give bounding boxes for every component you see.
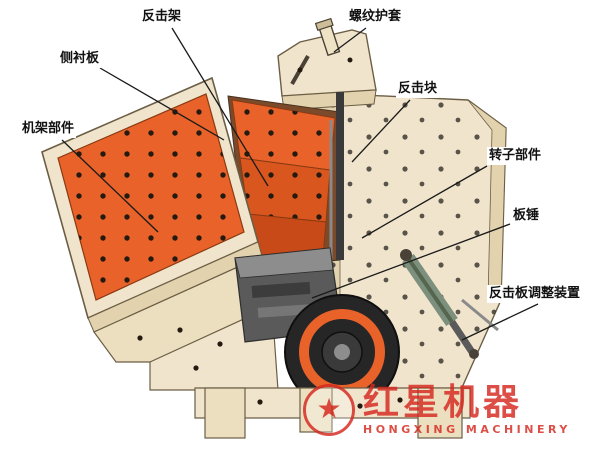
callout-blow-bar: 板锤 bbox=[511, 207, 542, 225]
leader-adjuster bbox=[461, 303, 539, 341]
callout-impact-block: 反击块 bbox=[396, 80, 440, 98]
leader-side-liner bbox=[99, 67, 225, 141]
hongxing-watermark: ★ 红星机器 HONGXING MACHINERY bbox=[303, 376, 595, 444]
leader-threaded-sleeve bbox=[333, 27, 367, 53]
watermark-chinese: 红星机器 bbox=[363, 382, 524, 423]
callout-rotor-parts: 转子部件 bbox=[487, 147, 544, 165]
leader-blow-bar bbox=[311, 223, 511, 299]
leader-rotor-parts bbox=[361, 165, 488, 239]
leader-lines bbox=[61, 27, 539, 341]
leader-impact-frame bbox=[171, 27, 269, 187]
callout-threaded-sleeve: 螺纹护套 bbox=[347, 8, 404, 26]
callout-adjuster: 反击板调整装置 bbox=[487, 285, 583, 303]
leader-frame-parts bbox=[61, 139, 159, 233]
hydraulic-cylinder bbox=[400, 249, 499, 359]
hongxing-logo-icon: ★ bbox=[303, 384, 355, 436]
impact-curtain bbox=[227, 92, 344, 269]
threaded-sleeve-part bbox=[314, 17, 341, 57]
callout-side-liner: 侧衬板 bbox=[58, 50, 102, 68]
callout-frame-parts: 机架部件 bbox=[20, 120, 77, 138]
leader-impact-block bbox=[351, 99, 411, 163]
callout-impact-frame: 反击架 bbox=[140, 8, 184, 26]
watermark-english: HONGXING MACHINERY bbox=[363, 423, 571, 436]
left-lid bbox=[41, 76, 263, 333]
watermark-text: 红星机器 HONGXING MACHINERY bbox=[363, 382, 571, 437]
